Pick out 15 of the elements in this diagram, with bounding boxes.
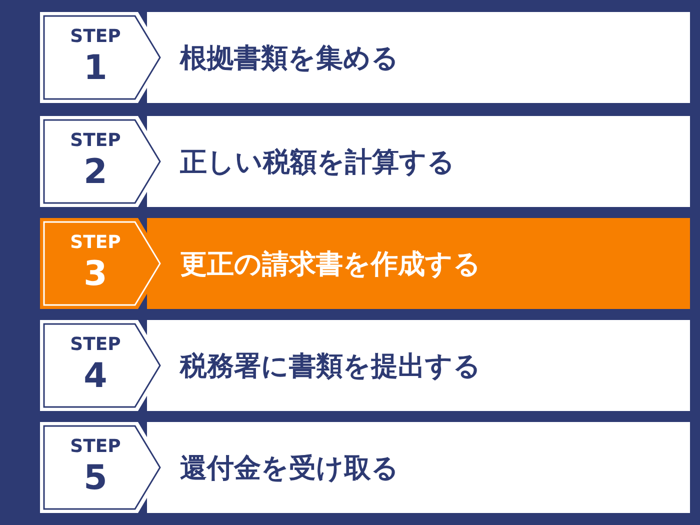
step-label: STEP: [70, 26, 121, 48]
step-number: 5: [84, 458, 108, 498]
step-label: STEP: [70, 436, 121, 458]
step-text: 更正の請求書を作成する: [180, 248, 481, 282]
step-text: 正しい税額を計算する: [180, 146, 455, 180]
step-label: STEP: [70, 334, 121, 356]
step-number: 3: [84, 254, 108, 294]
step-text: 還付金を受け取る: [180, 452, 399, 486]
step-text: 税務署に書類を提出する: [180, 350, 481, 384]
step-number: 4: [84, 356, 108, 396]
step-label: STEP: [70, 130, 121, 152]
step-text: 根拠書類を集める: [180, 42, 399, 76]
step-number: 1: [84, 48, 108, 88]
step-label: STEP: [70, 232, 121, 254]
step-number: 2: [84, 152, 108, 192]
